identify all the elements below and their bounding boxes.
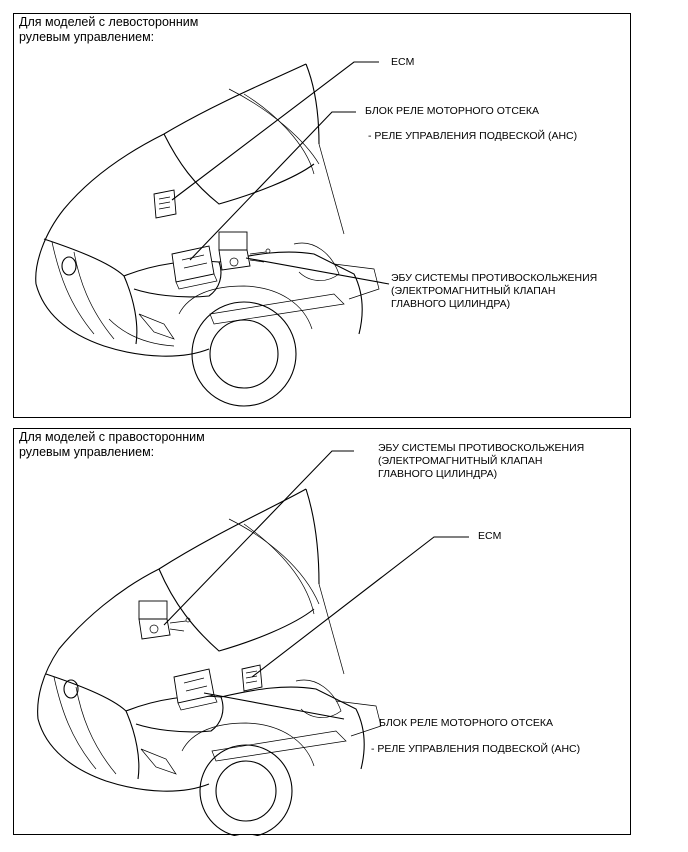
abs-actuator — [138, 600, 191, 640]
callout-relay-sub: - РЕЛЕ УПРАВЛЕНИЯ ПОДВЕСКОЙ (AHC) — [368, 130, 577, 143]
callout-abs-line3: ГЛАВНОГО ЦИЛИНДРА) — [391, 298, 511, 310]
ecm-unit — [153, 189, 177, 219]
callout-abs-ecu: ЭБУ СИСТЕМЫ ПРОТИВОСКОЛЬЖЕНИЯ (ЭЛЕКТРОМА… — [391, 272, 597, 311]
callout-abs-line2: (ЭЛЕКТРОМАГНИТНЫЙ КЛАПАН — [391, 285, 556, 297]
panel-title-line2: рулевым управлением: — [19, 445, 155, 459]
vehicle-front-illustration — [35, 61, 390, 407]
leader-line-abs — [163, 450, 354, 626]
abs-actuator — [218, 231, 271, 271]
engine-room-relay-block — [171, 245, 218, 290]
panel-title: Для моделей с правосторонним рулевым упр… — [19, 430, 205, 460]
callout-relay-block-label: БЛОК РЕЛЕ МОТОРНОГО ОТСЕКА — [379, 717, 554, 729]
leader-line-relay-block — [189, 111, 356, 261]
callout-relay-sub-label: - РЕЛЕ УПРАВЛЕНИЯ ПОДВЕСКОЙ (AHC) — [368, 130, 578, 142]
ecm-unit — [241, 664, 263, 692]
callout-relay-block: БЛОК РЕЛЕ МОТОРНОГО ОТСЕКА — [379, 717, 553, 730]
vehicle-front-illustration — [37, 450, 469, 836]
callout-abs-line1: ЭБУ СИСТЕМЫ ПРОТИВОСКОЛЬЖЕНИЯ — [378, 442, 585, 454]
leader-line-relay-block — [203, 692, 345, 720]
callout-ecm: ECM — [478, 530, 501, 543]
callout-abs-ecu: ЭБУ СИСТЕМЫ ПРОТИВОСКОЛЬЖЕНИЯ (ЭЛЕКТРОМА… — [378, 442, 584, 481]
callout-ecm-label: ECM — [391, 56, 415, 68]
leader-line-ecm — [251, 536, 469, 678]
callout-relay-sub: - РЕЛЕ УПРАВЛЕНИЯ ПОДВЕСКОЙ (AHC) — [371, 743, 580, 756]
panel-title-line1: Для моделей с правосторонним — [19, 430, 205, 444]
panel-title: Для моделей с левосторонним рулевым упра… — [19, 15, 198, 45]
callout-abs-line2: (ЭЛЕКТРОМАГНИТНЫЙ КЛАПАН — [378, 455, 543, 467]
leader-line-abs — [245, 257, 390, 285]
callout-relay-block-label: БЛОК РЕЛЕ МОТОРНОГО ОТСЕКА — [365, 105, 540, 117]
callout-ecm-label: ECM — [478, 530, 502, 542]
leader-line-ecm — [171, 61, 379, 201]
callout-relay-sub-label: - РЕЛЕ УПРАВЛЕНИЯ ПОДВЕСКОЙ (AHC) — [371, 743, 581, 755]
callout-abs-line3: ГЛАВНОГО ЦИЛИНДРА) — [378, 468, 498, 480]
engine-room-relay-block — [173, 668, 218, 711]
callout-relay-block: БЛОК РЕЛЕ МОТОРНОГО ОТСЕКА — [365, 105, 539, 118]
panel-title-line1: Для моделей с левосторонним — [19, 15, 199, 29]
callout-abs-line1: ЭБУ СИСТЕМЫ ПРОТИВОСКОЛЬЖЕНИЯ — [391, 272, 598, 284]
panel-left-hand-drive: Для моделей с левосторонним рулевым упра… — [13, 13, 631, 418]
panel-title-line2: рулевым управлением: — [19, 30, 155, 44]
panel-right-hand-drive: Для моделей с правосторонним рулевым упр… — [13, 428, 631, 836]
callout-ecm: ECM — [391, 56, 414, 69]
